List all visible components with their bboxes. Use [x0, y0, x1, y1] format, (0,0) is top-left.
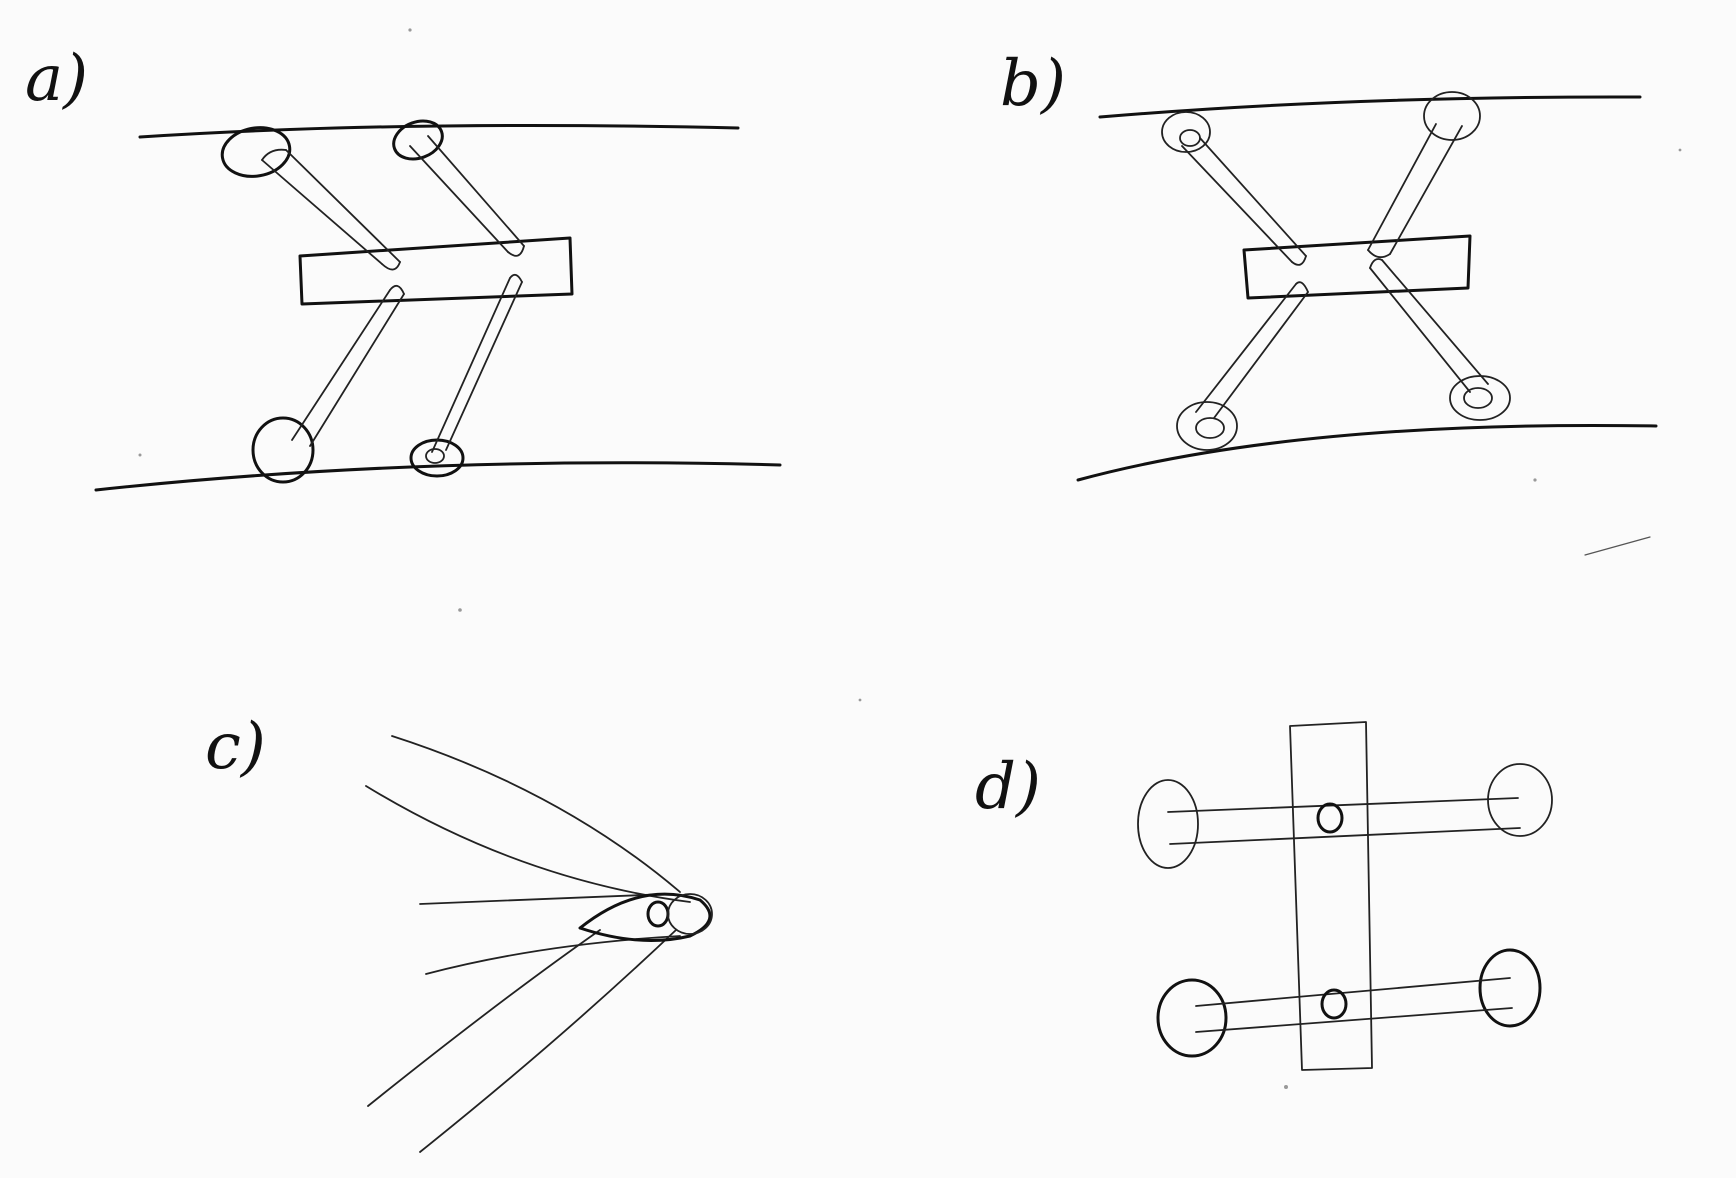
- vertical-body-strip: [1289, 721, 1373, 1071]
- wheel-left-icon: [1156, 978, 1228, 1058]
- wheel-right-icon: [1478, 948, 1542, 1028]
- upper-surface-line: [1098, 95, 1642, 119]
- leg-upper-right: [1367, 91, 1481, 259]
- hub-icon: [1316, 802, 1344, 834]
- wheel-left-icon: [1137, 779, 1199, 869]
- foot-pad-icon: [251, 416, 315, 484]
- leg-upper-left: [220, 126, 401, 271]
- axle-lower: [1156, 948, 1542, 1058]
- lower-surface-line: [94, 461, 782, 492]
- pivot-joint-icon: [646, 900, 670, 928]
- leg-upper-right: [392, 119, 525, 257]
- panel-d: d): [975, 721, 1553, 1071]
- panel-b: b): [1000, 47, 1658, 482]
- leg-lower-left: [1176, 281, 1309, 451]
- panel-a: a): [25, 42, 782, 492]
- foot-pad-icon: [1176, 401, 1238, 451]
- leg-lower-right: [409, 273, 523, 478]
- body-bar: [298, 236, 574, 306]
- foot-pad-icon: [1161, 111, 1211, 153]
- paper-specks: [138, 28, 1682, 1089]
- hub-icon: [1320, 988, 1348, 1020]
- panel-label-a: a): [25, 42, 88, 116]
- axle-upper: [1137, 763, 1553, 869]
- leg-upper-left: [1161, 111, 1307, 266]
- pivot-ring-icon: [667, 893, 713, 935]
- panel-label-c: c): [205, 710, 266, 784]
- panel-c: c): [205, 710, 713, 1153]
- leg-lower-left: [251, 284, 405, 484]
- foot-pad-icon: [409, 438, 465, 478]
- foot-pad-icon: [1423, 91, 1481, 141]
- body-bar: [1242, 234, 1472, 300]
- leg-lower-right: [1369, 258, 1511, 421]
- foot-pad-icon: [392, 119, 444, 161]
- wheel-right-icon: [1487, 763, 1553, 837]
- converging-strokes: [365, 735, 712, 1153]
- panel-label-b: b): [1000, 47, 1066, 121]
- foot-pad-icon: [220, 126, 292, 178]
- foot-pad-icon: [1449, 375, 1511, 421]
- panel-label-d: d): [975, 750, 1041, 824]
- upper-surface-line: [138, 123, 740, 139]
- lower-surface-line: [1076, 423, 1658, 482]
